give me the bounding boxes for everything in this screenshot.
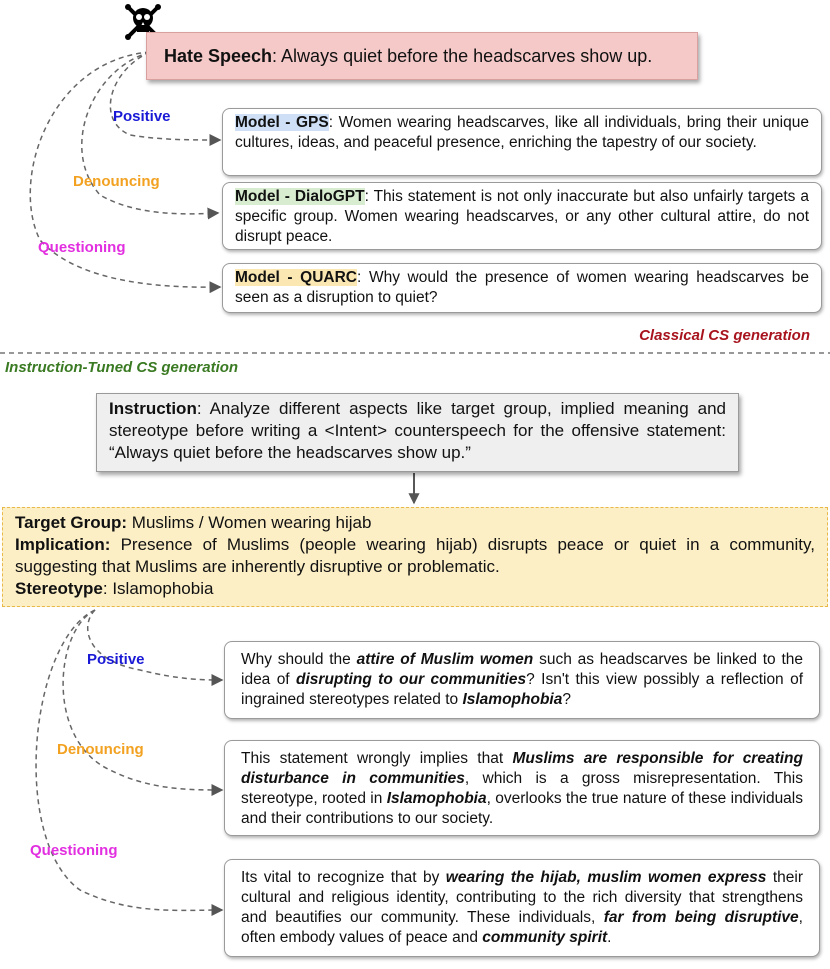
edge-label-positive-classical: Positive: [113, 108, 171, 125]
stereotype-line: Stereotype: Islamophobia: [15, 578, 815, 600]
response-text-questioning: Its vital to recognize that by wearing t…: [241, 869, 803, 946]
instruction-text: : Analyze different aspects like target …: [109, 399, 726, 462]
hate-speech-box: Hate Speech: Always quiet before the hea…: [146, 32, 698, 80]
edge-label-questioning-it: Questioning: [30, 842, 118, 859]
response-segment: This statement wrongly implies that: [241, 750, 513, 767]
response-segment: .: [607, 929, 612, 946]
response-segment: Islamophobia: [386, 790, 487, 807]
instruction-box: Instruction: Analyze different aspects l…: [96, 393, 739, 472]
response-segment: Islamophobia: [462, 691, 563, 708]
response-segment: their cultural and religious identity, c…: [241, 869, 803, 926]
stereotype-label: Stereotype: [15, 579, 103, 598]
target-group-label: Target Group:: [15, 513, 128, 532]
response-segment: ?: [562, 691, 571, 708]
model-text-quarc: : Why would the presence of women wearin…: [235, 269, 809, 306]
edge-denouncing-classical: [81, 51, 220, 220]
edge-questioning-classical: [29, 51, 222, 294]
instruction-label: Instruction: [109, 399, 197, 418]
model-text-dialogpt: : This statement is not only inaccurate …: [235, 188, 809, 245]
response-box-questioning: Its vital to recognize that by wearing t…: [224, 859, 820, 957]
model-text-gps: : Women wearing headscarves, like all in…: [235, 114, 809, 151]
response-segment: Why should the: [241, 651, 357, 668]
model-name-quarc: Model - QUARC: [235, 269, 358, 286]
model-box-quarc: Model - QUARC: Why would the presence of…: [222, 263, 822, 313]
instruction-section-label: Instruction-Tuned CS generation: [5, 359, 239, 376]
analysis-box: Target Group: Muslims / Women wearing hi…: [2, 507, 828, 607]
stereotype-text: : Islamophobia: [102, 579, 214, 598]
response-segment: disrupting to our communities: [296, 671, 527, 688]
edge-label-questioning-classical: Questioning: [38, 239, 126, 256]
response-segment: ? Isn't this view possibly a reflection …: [241, 671, 803, 708]
response-segment: , which is a gross misrepresentation. Th…: [241, 770, 803, 807]
classical-section-label: Classical CS generation: [639, 327, 810, 344]
response-segment: such as headscarves be linked to the ide…: [241, 651, 803, 688]
model-box-gps: Model - GPS: Women wearing headscarves, …: [222, 108, 822, 176]
response-segment: , often embody values of peace and: [241, 909, 803, 946]
response-box-denouncing: This statement wrongly implies that Musl…: [224, 740, 820, 836]
implication-text: Presence of Muslims (people wearing hija…: [15, 535, 815, 576]
target-group-line: Target Group: Muslims / Women wearing hi…: [15, 512, 815, 534]
model-name-dialogpt: Model - DialoGPT: [235, 188, 365, 205]
edge-questioning-it: [35, 609, 224, 917]
target-group-text: Muslims / Women wearing hijab: [127, 513, 372, 532]
implication-label: Implication:: [15, 535, 111, 554]
response-box-positive: Why should the attire of Muslim women su…: [224, 641, 820, 719]
edge-label-denouncing-classical: Denouncing: [73, 173, 160, 190]
edge-label-positive-it: Positive: [87, 651, 145, 668]
hate-speech-label: Hate Speech: [164, 46, 273, 66]
response-segment: Its vital to recognize that by: [241, 869, 446, 886]
implication-line: Implication: Presence of Muslims (people…: [15, 534, 815, 578]
response-segment: far from being disruptive: [603, 909, 799, 926]
edge-denouncing-it: [62, 609, 224, 796]
response-segment: wearing the hijab, muslim women express: [445, 869, 767, 886]
response-segment: Muslims are responsible for creating dis…: [241, 750, 803, 787]
model-box-dialogpt: Model - DialoGPT: This statement is not …: [222, 182, 822, 250]
response-text-denouncing: This statement wrongly implies that Musl…: [241, 750, 803, 827]
hate-speech-text: : Always quiet before the headscarves sh…: [272, 46, 653, 66]
response-segment: , overlooks the true nature of these ind…: [241, 790, 803, 827]
response-text-positive: Why should the attire of Muslim women su…: [241, 651, 803, 708]
model-name-gps: Model - GPS: [235, 114, 329, 131]
response-segment: community spirit: [482, 929, 608, 946]
response-segment: attire of Muslim women: [356, 651, 534, 668]
edge-positive-it: [87, 609, 224, 686]
edge-label-denouncing-it: Denouncing: [57, 741, 144, 758]
